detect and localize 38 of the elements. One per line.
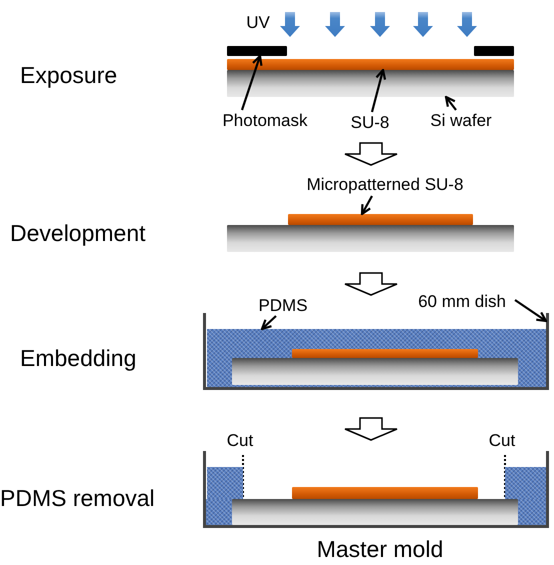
process-arrow [344, 142, 398, 166]
cut-label: Cut [488, 430, 516, 452]
wafer-layer [232, 499, 518, 525]
caption-text: Master mold [316, 536, 444, 562]
resist-pattern [288, 214, 473, 225]
pdms-block [207, 467, 243, 499]
resist-pattern [292, 349, 478, 358]
pdms-layer [207, 329, 546, 387]
petri-dish [203, 313, 549, 390]
photomask-bar [474, 46, 514, 56]
leader-line [370, 68, 386, 112]
pdms-block [505, 467, 546, 499]
photomask-bar [227, 46, 287, 56]
step-label: Exposure [20, 62, 118, 88]
resist-pattern [292, 487, 478, 499]
callout-label: 60 mm dish [412, 291, 512, 313]
step-label: Development [10, 220, 147, 246]
petri-dish [203, 451, 549, 528]
leader-line [514, 299, 548, 322]
leader-line [240, 54, 262, 110]
callout-label: Si wafer [413, 110, 509, 132]
step-label: PDMS removal [0, 485, 156, 511]
callout-label: SU-8 [340, 112, 400, 134]
leader-line [260, 315, 277, 330]
wafer-layer [227, 225, 514, 252]
process-arrow [344, 417, 398, 441]
wafer-layer [232, 358, 518, 385]
step-label: Embedding [20, 345, 138, 371]
process-arrow [344, 272, 398, 296]
wafer-layer [227, 70, 514, 97]
resist-layer [227, 59, 514, 70]
leader-line [360, 195, 373, 216]
leader-line [444, 96, 457, 111]
callout-label: PDMS [245, 295, 321, 317]
cut-label: Cut [226, 430, 254, 452]
uv-label: UV [245, 12, 271, 34]
callout-label: Photomask [205, 110, 325, 132]
callout-label: Micropatterned SU-8 [270, 174, 500, 196]
